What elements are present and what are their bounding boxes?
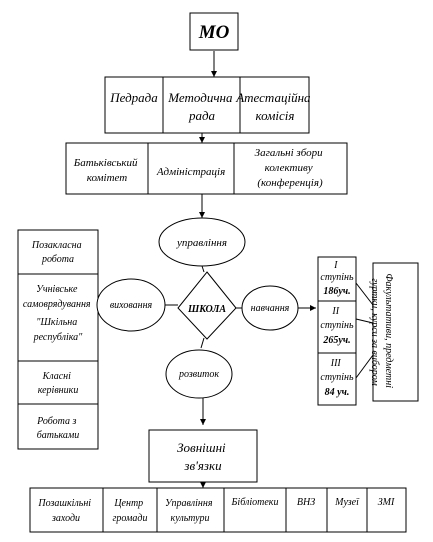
partner-cell — [285, 487, 328, 533]
self-government-label: Учнівське самоврядування "Шкільна респуб… — [23, 284, 93, 343]
partner-cell — [29, 487, 104, 533]
libraries-label: Бібліотеки — [231, 497, 279, 508]
stages-column: І ступінь 186уч. ІІ ступінь 265уч. ІІІ с… — [317, 256, 357, 406]
electives-label: Факультативи, предметні гуртки, курси за… — [369, 274, 394, 391]
governance-cell — [147, 142, 235, 195]
stage-3-count: 84 уч. — [325, 387, 350, 398]
administration-label: Адміністрація — [156, 166, 225, 178]
governance-row: Батьківський комітет Адміністрація Загал… — [65, 142, 348, 195]
management-label: управління — [176, 237, 227, 249]
stage-cell — [317, 256, 357, 302]
upbringing-oval — [96, 278, 166, 332]
external-links-box — [148, 429, 258, 483]
stage-cell — [317, 352, 357, 406]
stage-1-label: І ступінь — [320, 260, 354, 283]
line-stage3-to-electives — [355, 354, 374, 379]
teaching-label: навчання — [251, 303, 290, 314]
stage-2-count: 265уч. — [322, 335, 350, 346]
electives-box — [372, 262, 419, 402]
development-oval — [165, 349, 233, 399]
stage-cell — [317, 300, 357, 354]
line-stage2-to-electives — [355, 318, 374, 324]
class-teachers-label: Класні керівники — [38, 371, 79, 396]
line-school-to-development — [200, 337, 205, 349]
governance-cell — [233, 142, 348, 195]
stage-2-label: ІІ ступінь — [320, 306, 354, 331]
upbringing-column: Позакласна робота Учнівське самоврядуван… — [17, 229, 99, 450]
line-stage1-to-electives — [355, 282, 374, 306]
partner-cell — [366, 487, 407, 533]
stage-1-count: 186уч. — [323, 286, 350, 297]
governance-cell — [65, 142, 149, 195]
partner-cell — [156, 487, 225, 533]
pedrada-label: Педрада — [109, 90, 158, 105]
out-of-school-label: Позашкільні заходи — [37, 498, 93, 524]
partner-cell — [326, 487, 368, 533]
council-cell — [104, 76, 164, 134]
universities-label: ВНЗ — [297, 497, 315, 508]
partner-cell — [223, 487, 287, 533]
school-label: ШКОЛА — [187, 304, 226, 315]
culture-department-label: Управління культури — [165, 498, 215, 524]
partner-cell — [102, 487, 158, 533]
stage-3-label: ІІІ ступінь — [320, 358, 354, 383]
development-label: розвиток — [178, 369, 219, 380]
parents-work-label: Робота з батьками — [36, 416, 79, 441]
school-diamond — [177, 271, 237, 340]
left-column-cell — [17, 229, 99, 275]
general-meeting-label: Загальні збори колективу (конференція) — [255, 147, 326, 189]
council-cell — [239, 76, 310, 134]
line-management-to-school — [201, 265, 205, 273]
community-center-label: Центр громади — [113, 498, 148, 524]
media-label: ЗМІ — [378, 497, 395, 508]
extracurricular-label: Позакласна робота — [31, 240, 84, 265]
parents-committee-label: Батьківський комітет — [73, 157, 141, 184]
mo-label: МО — [198, 22, 230, 43]
mo-box — [189, 12, 239, 51]
partners-row: Позашкільні заходи Центр громади Управлі… — [29, 487, 407, 533]
management-oval — [158, 217, 246, 267]
teaching-oval — [241, 285, 299, 331]
left-column-cell — [17, 403, 99, 450]
external-links-label: Зовнішні зв'язки — [177, 440, 229, 473]
museums-label: Музеї — [334, 497, 360, 508]
council-cell — [162, 76, 241, 134]
upbringing-label: виховання — [110, 300, 153, 311]
methodical-council-label: Методична рада — [167, 90, 235, 123]
left-column-cell — [17, 273, 99, 362]
council-row: Педрада Методична рада Атестаційна коміс… — [104, 76, 314, 134]
attestation-commission-label: Атестаційна комісія — [235, 90, 314, 123]
left-column-cell — [17, 360, 99, 405]
